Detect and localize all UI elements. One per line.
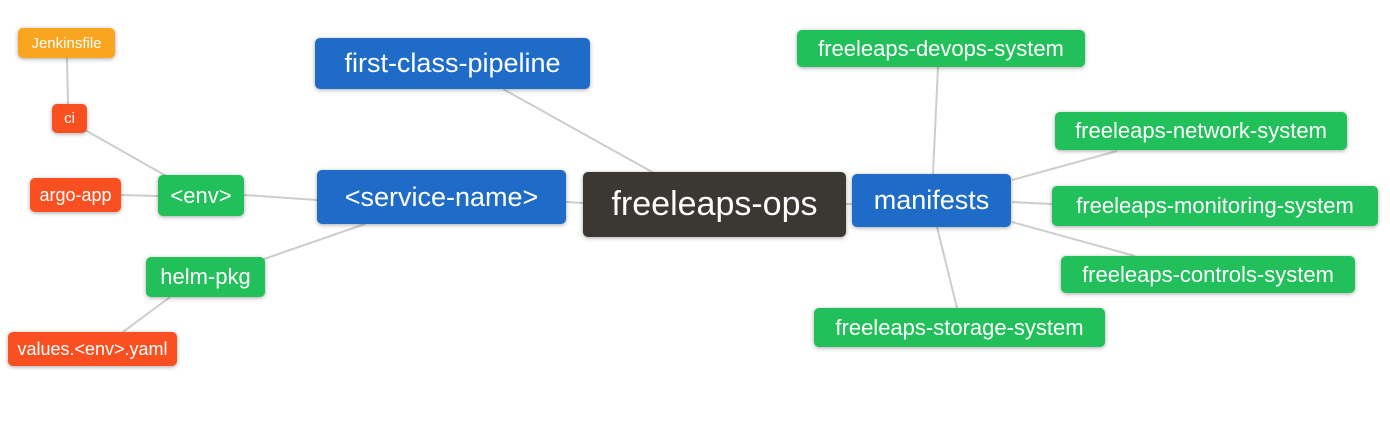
edge-manifests-monitoring-system <box>1011 201 1053 205</box>
edge-first-class-pipeline-freeleaps-ops <box>502 88 655 174</box>
node-freeleaps-network-system[interactable]: freeleaps-network-system <box>1055 112 1347 150</box>
node-freeleaps-ops-root[interactable]: freeleaps-ops <box>583 172 846 237</box>
edge-argo-app-env <box>120 194 159 197</box>
node-freeleaps-monitoring-system[interactable]: freeleaps-monitoring-system <box>1052 186 1378 226</box>
edge-manifests-storage-system <box>936 226 958 309</box>
node-first-class-pipeline[interactable]: first-class-pipeline <box>315 38 590 89</box>
edge-jenkinsfile-ci <box>66 57 69 105</box>
edge-env-service-name <box>243 194 318 201</box>
edge-service-name-freeleaps-ops <box>565 201 584 204</box>
node-jenkinsfile[interactable]: Jenkinsfile <box>18 28 115 58</box>
node-manifests[interactable]: manifests <box>852 174 1011 227</box>
node-ci[interactable]: ci <box>52 104 87 133</box>
node-values-env-yaml[interactable]: values.<env>.yaml <box>8 332 177 366</box>
node-freeleaps-controls-system[interactable]: freeleaps-controls-system <box>1061 256 1355 293</box>
node-argo-app[interactable]: argo-app <box>30 178 121 212</box>
edge-devops-system-manifests <box>932 66 939 175</box>
edge-manifests-network-system <box>1011 150 1118 181</box>
edge-ci-env <box>84 129 169 178</box>
node-freeleaps-devops-system[interactable]: freeleaps-devops-system <box>797 30 1085 67</box>
edge-manifests-controls-system <box>1011 221 1136 257</box>
node-env[interactable]: <env> <box>158 175 244 216</box>
node-helm-pkg[interactable]: helm-pkg <box>146 257 265 297</box>
edge-helm-pkg-values-env-yaml <box>122 296 171 333</box>
node-service-name[interactable]: <service-name> <box>317 170 566 224</box>
edge-service-name-helm-pkg <box>263 223 366 260</box>
node-freeleaps-storage-system[interactable]: freeleaps-storage-system <box>814 308 1105 347</box>
